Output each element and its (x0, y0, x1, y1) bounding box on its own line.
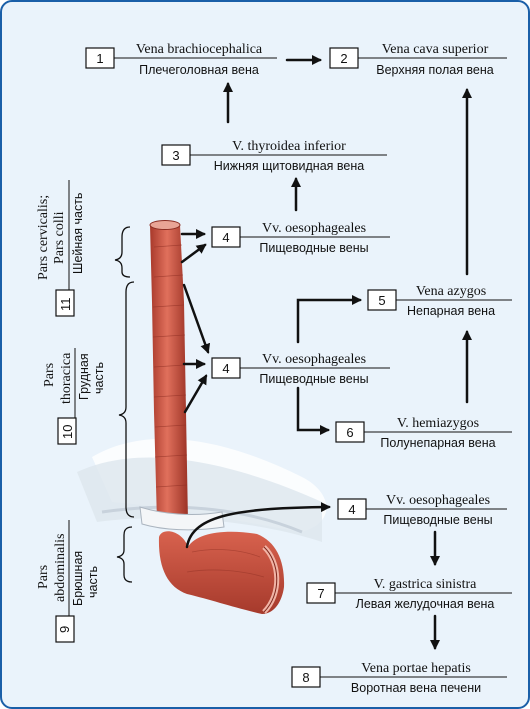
node-3-russian: Нижняя щитовидная вена (214, 159, 364, 173)
node-4-thoracic: 4 Vv. oesophageales Пищеводные вены (211, 352, 390, 386)
stomach-illustration (158, 531, 285, 614)
part-abdominal-label: Pars abdominalis Брюшная часть 9 (36, 520, 100, 643)
node-4-cervical: 4 Vv. oesophageales Пищеводные вены (211, 221, 390, 255)
part-abdominal-number: 9 (57, 626, 72, 633)
node-2-russian: Верхняя полая вена (376, 63, 494, 77)
part-abdominal-russian1: Брюшная (71, 551, 85, 606)
node-4b-number: 4 (222, 361, 229, 376)
node-1: 1 Vena brachiocephalica Плечеголовная ве… (85, 42, 277, 77)
node-5: 5 Vena azygos Непарная вена (367, 284, 512, 318)
node-6-latin: V. hemiazygos (397, 416, 479, 431)
node-8-russian: Воротная вена печени (351, 681, 481, 695)
node-4b-russian: Пищеводные вены (259, 372, 368, 386)
part-thoracic-russian1: Грудная (77, 353, 91, 400)
part-thoracic-latin2: thoracica (59, 352, 74, 404)
node-7-latin: V. gastrica sinistra (374, 577, 478, 592)
node-2: 2 Vena cava superior Верхняя полая вена (329, 42, 507, 77)
node-2-number: 2 (340, 51, 347, 66)
node-4a-russian: Пищеводные вены (259, 241, 368, 255)
node-4-abdominal: 4 Vv. oesophageales Пищеводные вены (337, 493, 507, 527)
node-4c-number: 4 (348, 502, 355, 517)
part-cervical-number: 11 (58, 298, 73, 312)
arrow-esoph-to-4b-lower (183, 374, 208, 414)
node-6: 6 V. hemiazygos Полунепарная вена (335, 416, 512, 450)
bracket-thoracic (118, 281, 135, 518)
node-1-number: 1 (96, 51, 103, 66)
node-4a-number: 4 (222, 230, 229, 245)
node-8: 8 Vena portae hepatis Воротная вена пече… (291, 661, 507, 695)
node-3-latin: V. thyroidea inferior (232, 139, 346, 154)
part-thoracic-latin1: Pars (42, 363, 57, 387)
arrow-stomach-to-4c (185, 502, 331, 549)
part-cervical-latin1: Pars cervicalis; (36, 195, 51, 280)
node-8-latin: Vena portae hepatis (361, 661, 471, 676)
node-4a-latin: Vv. oesophageales (262, 221, 366, 236)
part-abdominal-russian2: часть (86, 566, 100, 598)
node-3-number: 3 (172, 148, 179, 163)
part-abdominal-latin1: Pars (36, 565, 51, 589)
node-2-latin: Vena cava superior (382, 42, 489, 57)
part-cervical-russian: Шейная часть (71, 193, 85, 274)
node-1-russian: Плечеголовная вена (139, 63, 259, 77)
arrow-esoph-to-4a-lower (180, 243, 207, 264)
node-1-latin: Vena brachiocephalica (136, 42, 263, 57)
part-abdominal-latin2: abdominalis (53, 534, 68, 602)
node-5-number: 5 (378, 293, 385, 308)
arrow-esoph-to-4b-upper (182, 283, 211, 354)
node-8-number: 8 (302, 670, 309, 685)
part-cervical-latin2: Pars colli (52, 211, 67, 264)
node-7-number: 7 (317, 586, 324, 601)
arrow-4b-to-5 (296, 295, 362, 344)
part-thoracic-label: Pars thoracica Грудная часть 10 (42, 348, 106, 445)
bracket-cervical (114, 226, 131, 278)
part-thoracic-russian2: часть (92, 362, 106, 394)
node-6-russian: Полунепарная вена (380, 436, 495, 450)
part-cervical-label: Pars cervicalis; Pars colli Шейная часть… (36, 180, 85, 317)
bracket-abdominal (116, 526, 133, 583)
node-7: 7 V. gastrica sinistra Левая желудочная … (306, 577, 512, 611)
node-4b-latin: Vv. oesophageales (262, 352, 366, 367)
node-5-russian: Непарная вена (407, 304, 495, 318)
node-3: 3 V. thyroidea inferior Нижняя щитовидна… (161, 139, 387, 173)
node-5-latin: Vena azygos (416, 284, 486, 299)
node-4c-latin: Vv. oesophageales (386, 493, 490, 508)
node-6-number: 6 (346, 425, 353, 440)
node-4c-russian: Пищеводные вены (383, 513, 492, 527)
part-thoracic-number: 10 (60, 425, 75, 439)
arrow-4b-to-6 (296, 386, 330, 435)
node-7-russian: Левая желудочная вена (356, 597, 495, 611)
